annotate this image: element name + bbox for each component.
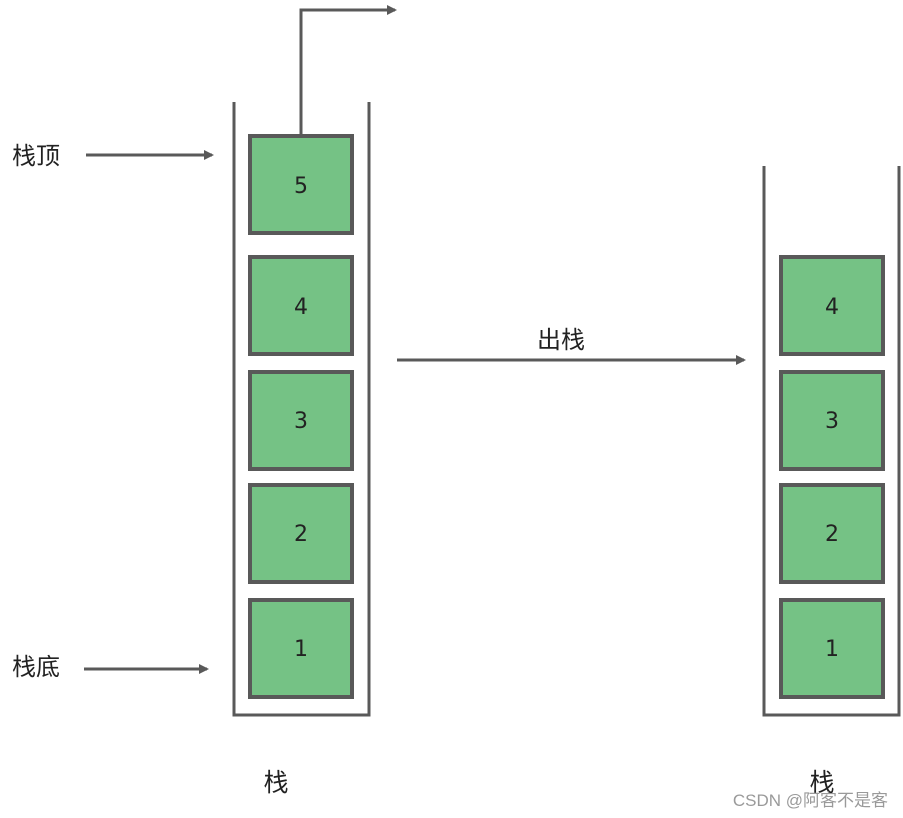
- pop-out-arrow: [299, 5, 397, 134]
- right-stack-item: 1: [779, 598, 885, 699]
- item-label: 3: [294, 409, 308, 434]
- item-label: 4: [294, 295, 308, 320]
- item-label: 3: [825, 409, 839, 434]
- left-stack-container: [232, 102, 371, 717]
- right-stack-item: 4: [779, 255, 885, 356]
- left-stack-item: 2: [248, 483, 354, 584]
- left-stack-item: 3: [248, 370, 354, 471]
- item-label: 2: [825, 522, 839, 547]
- left-stack-item: 1: [248, 598, 354, 699]
- right-stack-item: 3: [779, 370, 885, 471]
- right-stack-container: [762, 166, 901, 717]
- item-label: 5: [294, 174, 308, 199]
- left-stack-item: 5: [248, 134, 354, 235]
- stack-top-label: 栈顶: [12, 142, 60, 170]
- left-stack-item: 4: [248, 255, 354, 356]
- item-label: 2: [294, 522, 308, 547]
- right-stack-caption: 栈: [809, 768, 834, 797]
- stack-bottom-label: 栈底: [12, 653, 60, 681]
- watermark: CSDN @阿客不是客: [733, 791, 888, 810]
- item-label: 1: [825, 637, 839, 662]
- item-label: 1: [294, 637, 308, 662]
- item-label: 4: [825, 295, 839, 320]
- left-stack-caption: 栈: [263, 768, 288, 797]
- pop-label: 出栈: [537, 326, 585, 354]
- right-stack-item: 2: [779, 483, 885, 584]
